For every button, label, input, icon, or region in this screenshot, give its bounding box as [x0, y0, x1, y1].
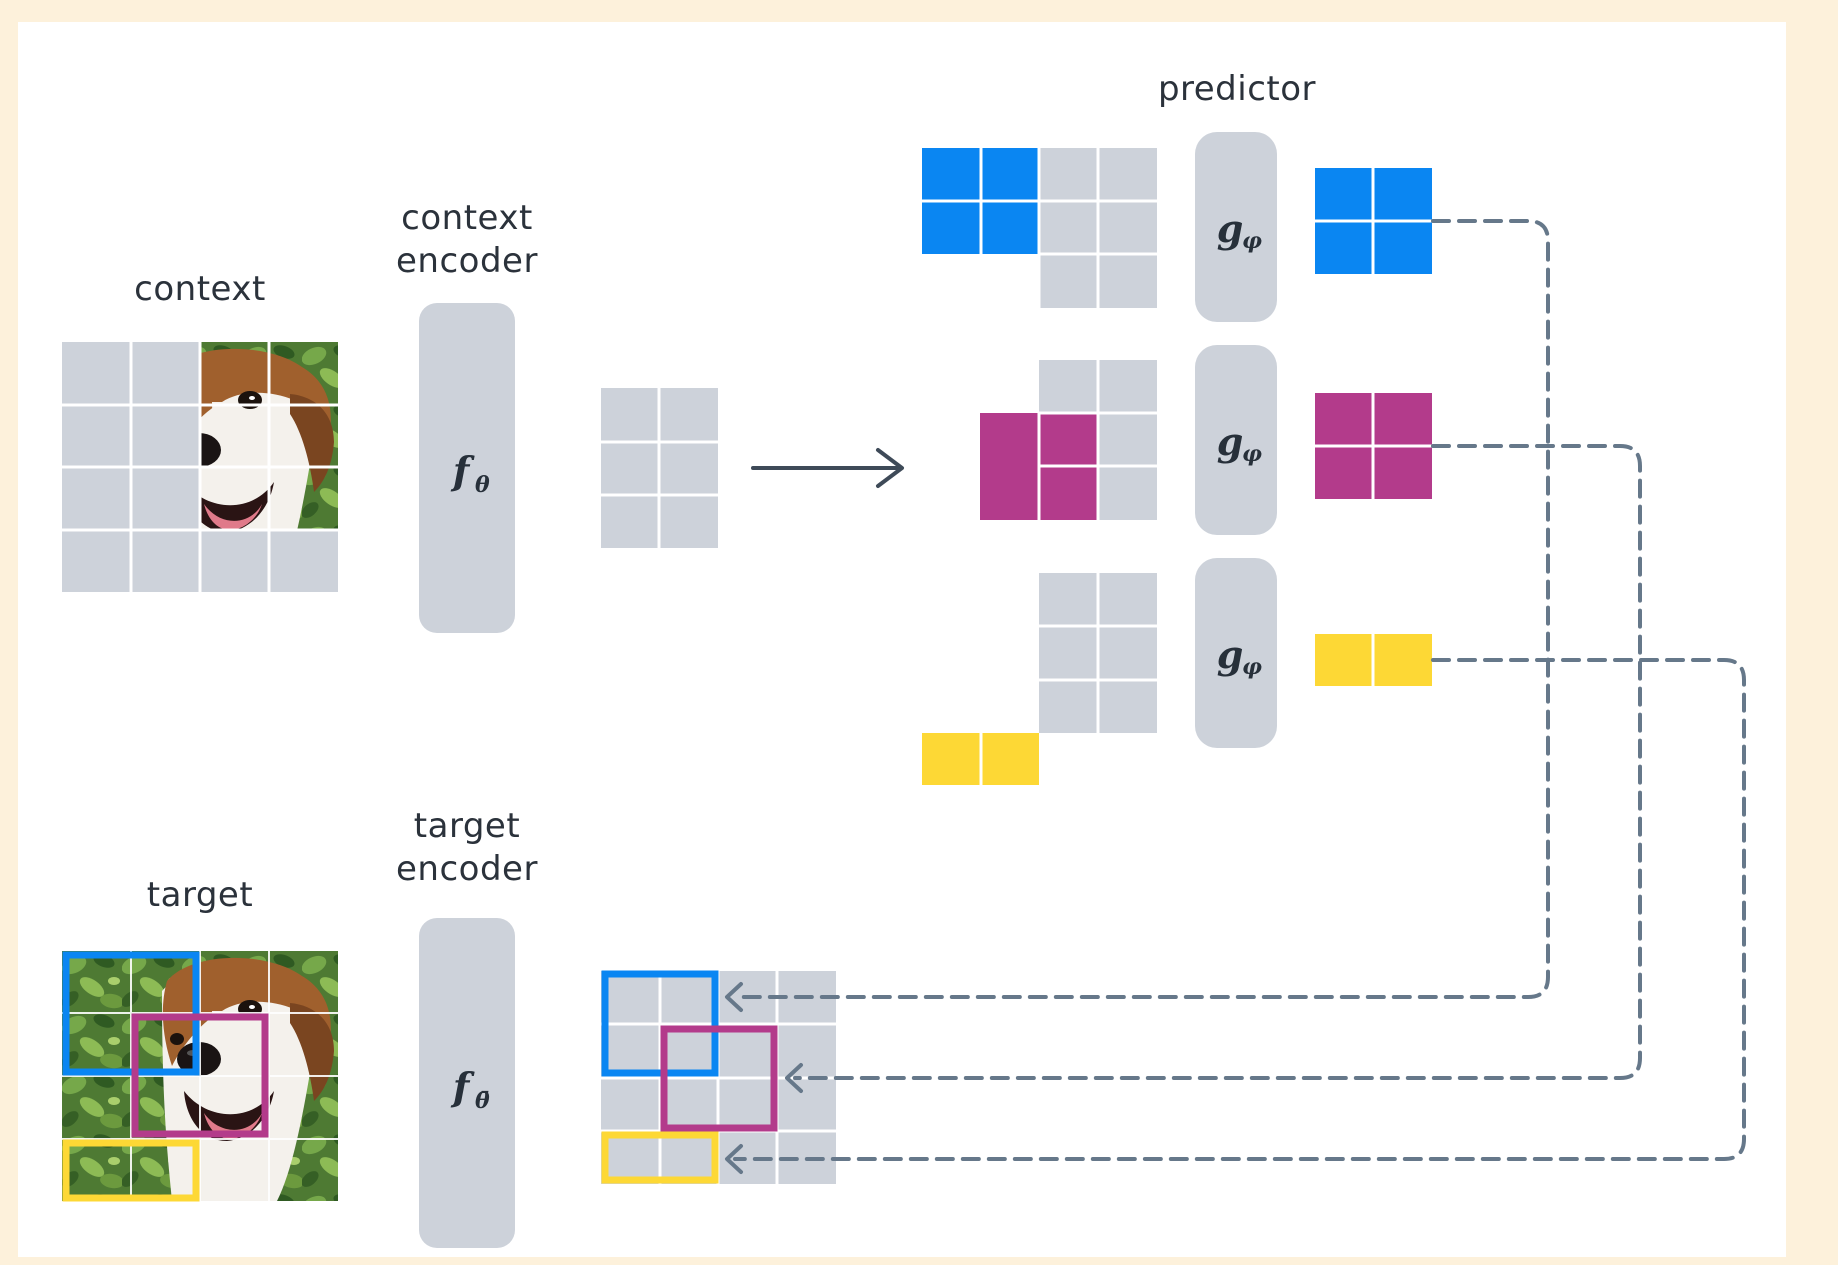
predictor-symbol-2: g	[1217, 419, 1244, 464]
predictor-input-row-1	[922, 148, 1157, 308]
context-image-grid	[62, 342, 338, 592]
predictor-block-3	[1195, 558, 1277, 748]
arrowhead-blue	[725, 982, 743, 1012]
predictor-block-1	[1195, 132, 1277, 322]
dashed-arrow-yellow	[733, 658, 1746, 1161]
predicted-blue-embedding	[1315, 168, 1432, 274]
predictor-subscript-1: φ	[1242, 228, 1262, 254]
dashed-arrow-blue	[733, 219, 1550, 999]
arrowhead-yellow	[725, 1144, 743, 1174]
predictor-input-row-3	[922, 573, 1157, 785]
context-encoder-label-line2: encoder	[396, 241, 538, 281]
embedding-block-magenta	[660, 1025, 778, 1132]
arrow-to-predictor	[751, 448, 904, 488]
target-encoder-block	[419, 918, 515, 1248]
embedding-block-blue	[601, 970, 719, 1077]
target-encoder-subscript: θ̄	[475, 1088, 490, 1114]
predictor-block-2	[1195, 345, 1277, 535]
target-encoder-label-line2: encoder	[396, 849, 538, 889]
target-block-magenta	[131, 1013, 269, 1138]
context-encoder-block	[419, 303, 515, 633]
target-encoder-label-line1: target	[414, 806, 520, 846]
predicted-yellow-embedding	[1315, 634, 1432, 686]
predictor-symbol-1: g	[1217, 206, 1244, 251]
predictor-subscript-3: φ	[1242, 654, 1262, 680]
predictor-input-row-2	[980, 360, 1157, 520]
context-label: context	[134, 269, 266, 309]
predictor-subscript-2: φ	[1242, 441, 1262, 467]
predicted-magenta-embedding	[1315, 393, 1432, 499]
target-label: target	[147, 875, 253, 915]
dashed-arrow-magenta	[793, 444, 1642, 1080]
embedding-block-yellow	[601, 1131, 719, 1184]
target-image-grid	[62, 951, 338, 1202]
target-block-yellow	[62, 1139, 200, 1202]
predictor-label: predictor	[1158, 69, 1316, 109]
context-encoder-subscript: θ	[475, 472, 490, 498]
context-embedding-grid	[601, 388, 718, 548]
context-encoder-label-line1: context	[401, 198, 533, 238]
arrowhead-magenta	[785, 1063, 803, 1093]
predictor-symbol-3: g	[1217, 632, 1244, 677]
